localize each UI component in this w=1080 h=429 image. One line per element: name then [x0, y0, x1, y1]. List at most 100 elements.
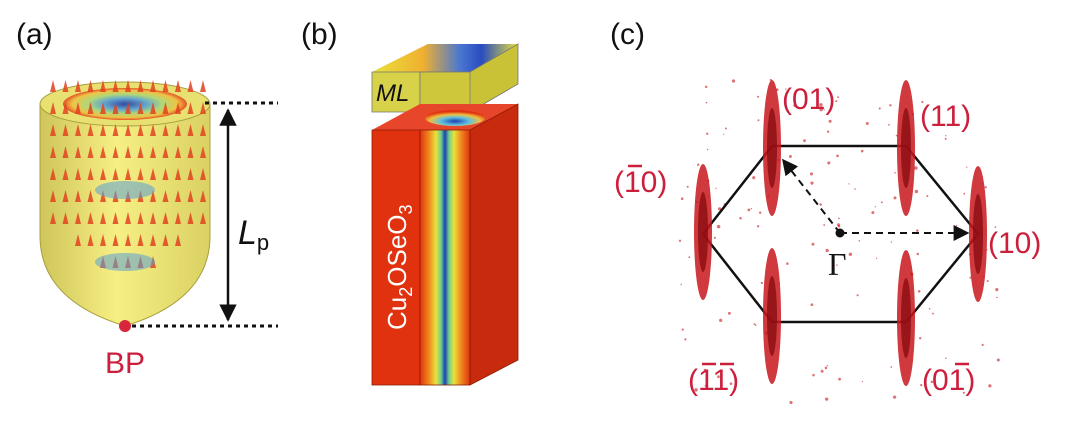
speckle — [895, 134, 898, 137]
speckle — [786, 262, 789, 265]
speckle — [837, 224, 841, 228]
speckle — [793, 103, 797, 108]
speckle — [825, 248, 829, 253]
spin-arrow — [150, 212, 156, 224]
bragg-peak — [897, 250, 915, 386]
peak-label-11: (11) — [920, 100, 971, 133]
speckle — [889, 104, 892, 107]
spin-arrow — [200, 190, 206, 202]
spin-arrow — [62, 190, 69, 202]
speckle — [680, 197, 684, 200]
speckle — [890, 366, 893, 368]
speckle — [788, 155, 792, 158]
spin-arrow — [150, 102, 156, 114]
spin-arrow — [200, 80, 206, 92]
speckle — [686, 185, 689, 188]
spin-arrow — [175, 234, 181, 246]
speckle — [825, 397, 829, 401]
spin-arrow — [175, 80, 181, 92]
speckle — [914, 189, 919, 194]
spin-arrow — [87, 168, 94, 180]
spin-arrow — [137, 124, 144, 136]
panel-b: (b) ML Cu2OSeO3 — [301, 18, 519, 386]
speckle — [697, 163, 700, 166]
block-front-face — [371, 129, 421, 386]
speckle — [914, 166, 918, 170]
speckle — [789, 400, 793, 405]
spin-arrow — [125, 234, 131, 246]
speckle — [856, 294, 859, 297]
material-sub-2: 3 — [396, 204, 416, 214]
bragg-peak — [763, 80, 781, 216]
speckle — [996, 358, 1000, 362]
spin-arrow — [125, 124, 131, 136]
spin-arrow — [150, 234, 156, 246]
speckle — [703, 368, 707, 372]
speckle — [996, 296, 998, 299]
spin-arrow — [150, 190, 156, 202]
speckle — [969, 276, 972, 279]
spin-arrow — [200, 146, 206, 158]
speckle — [706, 132, 709, 135]
spin-arrow — [137, 212, 144, 224]
speckle — [760, 281, 763, 285]
speckle — [838, 217, 840, 220]
speckle — [878, 107, 881, 110]
speckle — [718, 207, 722, 211]
spin-arrow — [150, 124, 156, 136]
bragg-peak — [969, 166, 987, 302]
speckle — [681, 328, 684, 331]
spin-arrow — [62, 124, 69, 136]
speckle — [967, 113, 970, 116]
gamma-label: Γ — [828, 246, 847, 282]
speckle — [854, 188, 856, 190]
spin-arrow — [75, 146, 81, 158]
speckle — [705, 101, 708, 104]
speckle — [981, 343, 984, 346]
spin-arrow — [62, 212, 69, 224]
spin-arrow — [112, 168, 119, 180]
spin-arrow — [125, 168, 131, 180]
speckle — [680, 283, 682, 286]
speckle — [739, 217, 742, 220]
block-core-face — [419, 129, 471, 386]
speckle — [729, 382, 733, 386]
speckle — [678, 239, 682, 242]
speckle — [858, 239, 861, 242]
speckle — [819, 103, 823, 107]
panel-b-label: (b) — [301, 18, 338, 51]
length-symbol: L — [238, 214, 257, 252]
spin-arrow — [75, 80, 81, 92]
speckle — [828, 119, 832, 123]
spin-arrow — [187, 212, 194, 224]
spin-arrow — [112, 124, 119, 136]
speckle — [890, 241, 893, 243]
speckle — [731, 79, 736, 83]
panel-c-label: (c) — [610, 18, 645, 51]
spin-arrow — [187, 124, 194, 136]
spin-arrow — [87, 146, 94, 158]
spin-arrow — [62, 80, 69, 92]
speckle — [747, 208, 751, 212]
spin-arrow — [112, 212, 119, 224]
spin-arrow — [137, 102, 144, 114]
spin-arrow — [137, 146, 144, 158]
spin-arrow — [62, 168, 69, 180]
spin-arrow — [175, 190, 181, 202]
bloch-point — [119, 320, 131, 332]
spin-arrow — [162, 190, 169, 202]
vortex-low — [95, 253, 155, 271]
speckle — [716, 224, 721, 229]
speckle — [836, 154, 839, 158]
spin-arrow — [137, 234, 144, 246]
spin-arrow — [175, 168, 181, 180]
spin-arrow — [87, 102, 94, 114]
spin-arrow — [100, 124, 106, 136]
spin-arrow — [50, 124, 56, 136]
speckle — [810, 181, 814, 185]
speckle — [921, 100, 924, 104]
spin-arrow — [187, 190, 194, 202]
speckle — [838, 377, 842, 381]
speckle — [963, 192, 966, 195]
speckle — [835, 100, 838, 103]
